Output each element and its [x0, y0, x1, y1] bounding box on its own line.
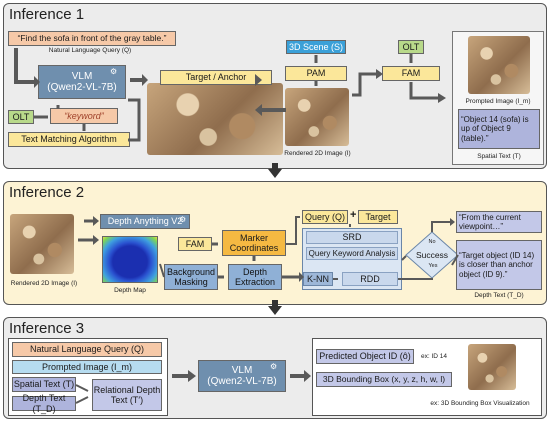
vlm-gear-icon-3: ⚙ — [270, 362, 278, 371]
depth-text-caption: Depth Text (T_D) — [474, 292, 524, 299]
target-box-2: Target — [358, 210, 398, 224]
depth-map-caption: Depth Map — [114, 287, 146, 294]
depth-extraction-box: Depth Extraction — [228, 264, 282, 290]
marker-coordinates-box: Marker Coordinates — [222, 230, 286, 256]
vlm-model: (Qwen2-VL-7B) — [47, 82, 117, 93]
pam-box: PAM — [285, 66, 347, 81]
prompted-caption-1: Prompted Image (I_m) — [465, 98, 531, 105]
prompted-box-3: Prompted Image (I_m) — [12, 360, 162, 374]
rendered-caption-2: Rendered 2D Image (I) — [10, 280, 78, 287]
fam-box-1: FAM — [382, 66, 440, 81]
no-label: No — [428, 239, 436, 245]
olt-box-1: OLT — [8, 110, 34, 124]
relational-box: Relational Depth Text (T′) — [92, 379, 162, 411]
inference-2-title: Inference 2 — [9, 184, 85, 201]
knn-box: K-NN — [303, 272, 333, 286]
depth-text-box-3: Depth Text (T_D) — [12, 393, 76, 414]
inference-1-title: Inference 1 — [9, 6, 85, 23]
bbox-visualization-image — [468, 344, 516, 390]
vlm-gear-icon: ⚙ — [110, 67, 118, 76]
bbox-box: 3D Bounding Box (x, y, z, h, w, l) — [316, 372, 452, 387]
depth-anything-gear-icon: ⚙ — [179, 215, 187, 224]
inference-3-title: Inference 3 — [9, 320, 85, 337]
scene-image-1 — [147, 83, 283, 155]
query-q-box: Query (Q) — [302, 210, 348, 224]
vlm-label: VLM — [71, 70, 93, 82]
rdd-box: RDD — [342, 272, 398, 286]
query-text-box: “Find the sofa in front of the gray tabl… — [8, 31, 176, 46]
qka-box: Query Keyword Analysis — [306, 247, 398, 260]
spatial-caption-1: Spatial Text (T) — [477, 153, 521, 160]
keyword-box: “keyword” — [50, 108, 118, 124]
olt-box-2: OLT — [398, 40, 424, 54]
spatial-text-box: “Object 14 (sofa) is up of Object 9 (tab… — [458, 109, 540, 149]
plus-icon: + — [350, 209, 357, 221]
success-label: Success — [415, 250, 449, 260]
srd-box: SRD — [306, 231, 398, 244]
query-caption: Natural Language Query (Q) — [48, 47, 132, 54]
text-matching-box: Text Matching Algorithm — [8, 132, 130, 147]
rendered-caption-1: Rendered 2D Image (I) — [284, 150, 351, 157]
depth-anything-box: Depth Anything V2 — [100, 214, 190, 229]
target-anchor-box: Target / Anchor — [160, 70, 272, 85]
vlm-label-3: VLM — [231, 364, 253, 376]
rendered-image-2 — [10, 214, 74, 274]
background-masking-box: Background Masking — [164, 264, 218, 290]
depth-out-1: “From the current viewpoint…” — [456, 211, 542, 233]
depth-map-image — [102, 236, 158, 283]
vlm-model-3: (Qwen2-VL-7B) — [207, 376, 277, 387]
rendered-image-1 — [285, 88, 349, 146]
prompted-image-1 — [468, 36, 530, 94]
nlq-box-3: Natural Language Query (Q) — [12, 342, 162, 357]
spatial-box-3: Spatial Text (T) — [12, 377, 76, 392]
bbox-example-caption: ex: 3D Bounding Box Visualization — [430, 400, 530, 407]
fam-box-2: FAM — [178, 237, 212, 251]
pred-id-example: ex: ID 14 — [420, 353, 447, 360]
vlm-box-3: VLM (Qwen2-VL-7B) — [198, 360, 286, 392]
pred-id-box: Predicted Object ID (ô) — [316, 349, 414, 364]
scene-3d-box: 3D Scene (S) — [286, 40, 346, 54]
yes-label: Yes — [428, 263, 438, 269]
depth-out-2: “Target object (ID 14) is closer than an… — [456, 240, 542, 290]
